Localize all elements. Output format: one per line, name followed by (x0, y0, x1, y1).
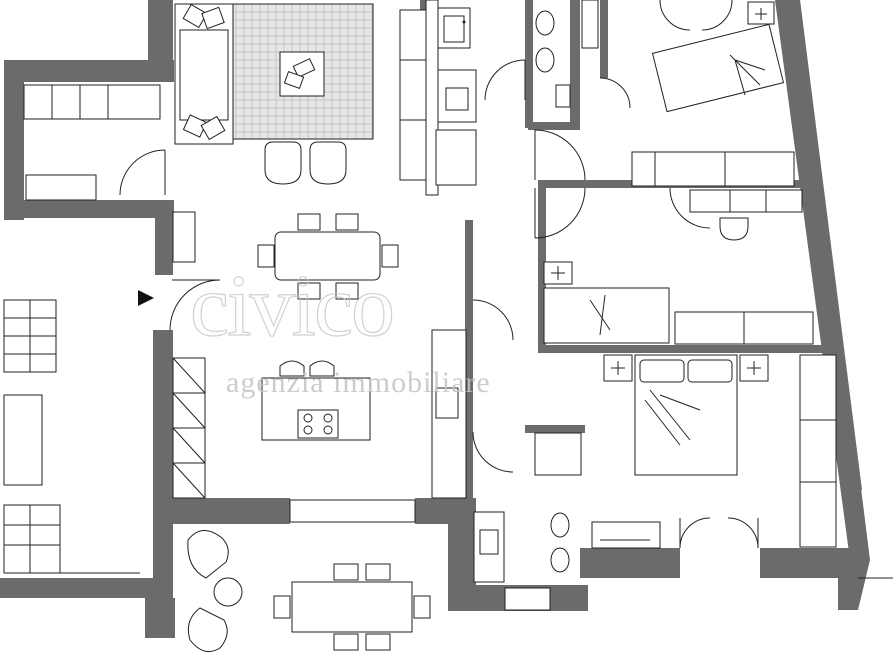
armchair (309, 141, 347, 185)
lounge-chair (187, 607, 228, 653)
terrace (187, 530, 893, 653)
wardrobe (799, 354, 837, 548)
watermark-subtitle: agenzia immobiliare (226, 366, 491, 399)
lounge-chair (187, 530, 229, 579)
tv-cabinet (399, 9, 427, 181)
kitchen (172, 329, 467, 523)
corridor (472, 129, 586, 473)
desk (631, 151, 795, 187)
entry-area (3, 84, 221, 574)
living-room (174, 0, 439, 300)
side-table (213, 577, 243, 607)
watermark-brand: civico (190, 258, 393, 355)
toilet (550, 547, 570, 573)
bedroom-1 (631, 0, 803, 241)
single-bed (651, 23, 785, 113)
bathroom-1 (435, 0, 631, 186)
armchair (264, 141, 302, 185)
bidet (550, 512, 570, 538)
bedroom-2 (543, 261, 837, 549)
bidet (535, 47, 555, 73)
sofa (174, 3, 234, 145)
outdoor-table (291, 581, 413, 633)
shower (534, 432, 582, 476)
kitchen-island (261, 377, 371, 441)
bathroom-2 (473, 432, 661, 611)
walls (0, 0, 870, 638)
desk-chair (719, 217, 749, 241)
watermark: civico agenzia immobiliare (189, 257, 491, 399)
dining-table (274, 231, 381, 281)
single-bed (543, 287, 670, 344)
toilet (535, 10, 555, 36)
double-bed (634, 354, 738, 476)
entrance-arrow-icon (138, 290, 154, 306)
